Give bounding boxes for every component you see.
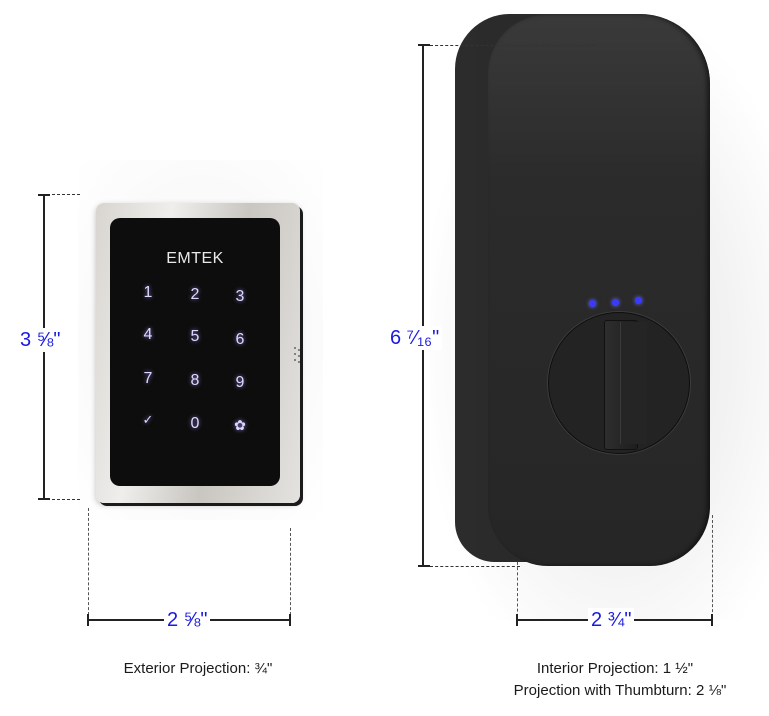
key-3: 3 [235, 288, 245, 305]
height-dim-top-dash [52, 194, 80, 195]
gear-icon: ✿ [234, 417, 246, 433]
key-7: 7 [143, 370, 153, 387]
interior-width-label: 2 ¾" [588, 608, 635, 632]
int-height-dim-bottom-tick [418, 565, 430, 567]
interior-height-dimension-line [422, 44, 424, 566]
exterior-keypad-screen: EMTEK 1 2 3 4 5 6 7 8 9 ✓ 0 ✿ [110, 218, 280, 486]
int-height-dim-bottom-dash [430, 566, 520, 567]
int-height-dim-top-tick [418, 44, 430, 46]
int-height-dim-top-dash [430, 45, 595, 46]
key-4: 4 [143, 326, 153, 343]
int-width-dim-left-dash [517, 562, 518, 622]
exterior-height-label: 3 ⅝" [17, 328, 64, 352]
key-8: 8 [190, 372, 200, 389]
int-width-dim-right-dash [712, 515, 713, 622]
thumbturn-face [620, 322, 647, 444]
width-dim-left-dash [88, 508, 89, 620]
key-9: 9 [235, 374, 245, 391]
status-led-2 [612, 299, 619, 306]
key-5: 5 [190, 328, 200, 345]
status-led-3 [635, 297, 642, 304]
interior-height-label: 6 ⁷⁄₁₆" [387, 326, 443, 350]
width-dim-right-dash [290, 528, 291, 620]
status-led-1 [589, 300, 596, 307]
int-width-dim-right-tick [711, 614, 713, 626]
height-dim-bottom-tick [38, 498, 50, 500]
key-2: 2 [190, 286, 200, 303]
key-6: 6 [235, 331, 245, 348]
height-dim-bottom-dash [52, 499, 80, 500]
interior-unit-cover [488, 14, 710, 566]
brand-logo: EMTEK [166, 250, 224, 267]
interior-projection-caption: Interior Projection: 1 ½" [536, 660, 694, 677]
exterior-width-label: 2 ⅝" [164, 608, 211, 632]
key-1: 1 [143, 284, 153, 301]
thumbturn-projection-caption: Projection with Thumbturn: 2 ⅛" [513, 682, 727, 699]
width-dim-right-tick [289, 614, 291, 626]
exterior-projection-caption: Exterior Projection: ¾" [123, 660, 273, 677]
key-0: 0 [190, 415, 200, 432]
speaker-grille-icon [292, 345, 302, 367]
check-icon: ✓ [142, 412, 154, 427]
